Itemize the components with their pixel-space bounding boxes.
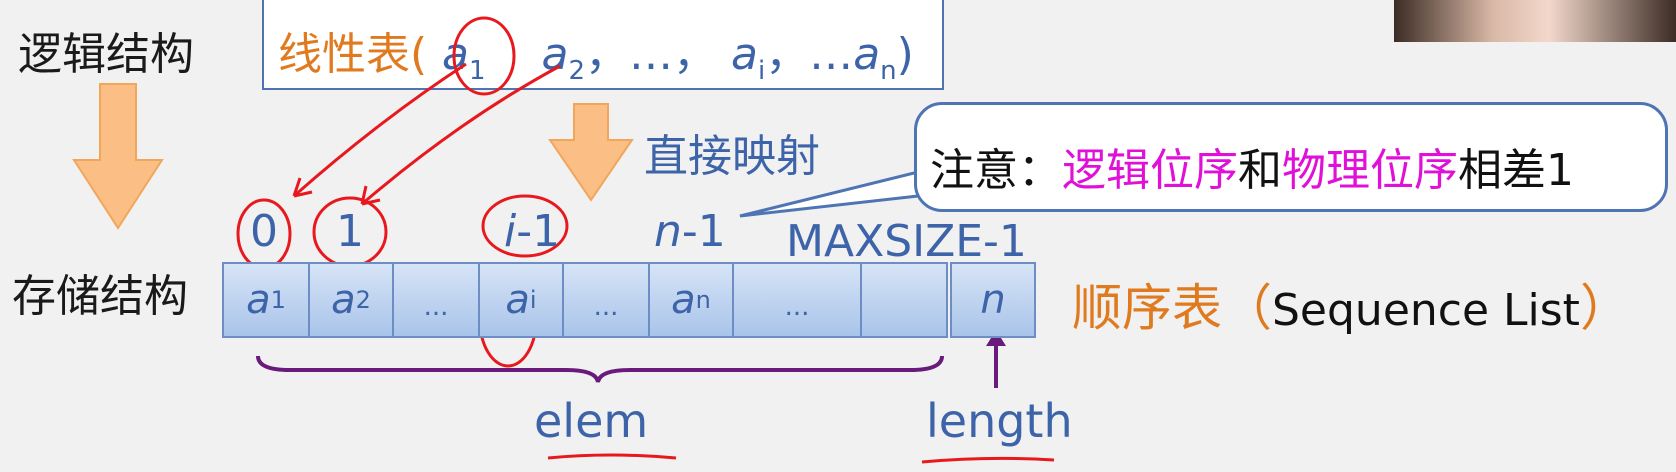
down-arrow-icon xyxy=(72,83,164,230)
length-cell: n xyxy=(950,262,1036,338)
callout-pointer xyxy=(739,170,920,218)
up-arrow-icon xyxy=(986,330,1006,346)
index-i-minus-1: i-1 xyxy=(504,206,561,257)
linear-list-title: 线性表( xyxy=(278,29,428,80)
array-cell: ... xyxy=(562,262,650,338)
red-circle-annotation xyxy=(452,16,516,96)
array-cell xyxy=(860,262,948,338)
array-cell: ... xyxy=(392,262,480,338)
elem-field-label: elem xyxy=(534,394,649,448)
sequence-list-label: 顺序表（Sequence List） xyxy=(1072,279,1630,337)
index-n-minus-1: n-1 xyxy=(654,206,726,257)
note-text: 注意：逻辑位序和物理位序相差1 xyxy=(930,145,1574,196)
index-1: 1 xyxy=(336,206,364,257)
linear-list-sequence: a1 a2，…， ai，…an) xyxy=(442,29,914,86)
index-0: 0 xyxy=(250,206,278,257)
direct-mapping-label: 直接映射 xyxy=(644,131,820,182)
red-circle-annotation xyxy=(481,194,569,258)
elem-brace xyxy=(256,355,944,383)
array-cell: ... xyxy=(732,262,862,338)
presenter-photo xyxy=(1394,0,1676,42)
logical-structure-label: 逻辑结构 xyxy=(18,29,194,80)
linear-list-box xyxy=(262,0,944,90)
index-maxsize-minus-1: MAXSIZE-1 xyxy=(786,216,1027,267)
down-arrow-icon xyxy=(548,103,634,202)
note-callout-box xyxy=(914,102,1668,212)
storage-structure-label: 存储结构 xyxy=(12,271,188,322)
length-field-label: length xyxy=(926,394,1073,448)
